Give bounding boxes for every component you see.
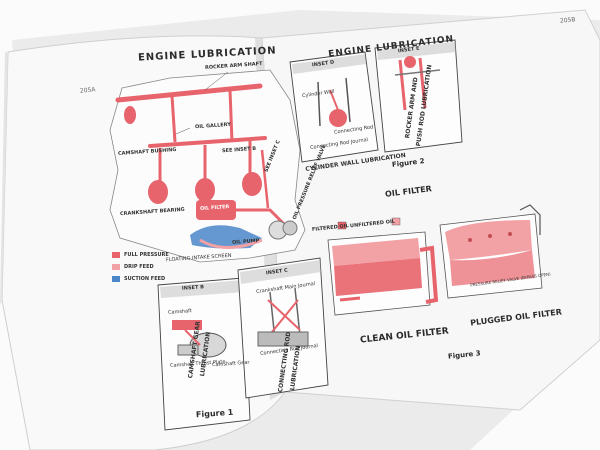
plugged-oil-filter xyxy=(439,204,543,299)
inset-b xyxy=(157,277,251,431)
legend xyxy=(112,252,120,282)
legend-drip-feed: DRIP FEED xyxy=(124,264,154,270)
filter-legend xyxy=(337,217,401,230)
clean-oil-filter xyxy=(327,231,439,316)
engine-diagram xyxy=(109,69,306,263)
legend-full-pressure: FULL PRESSURE xyxy=(124,252,169,258)
inset-d xyxy=(289,51,379,163)
legend-suction-feed: SUCTION FEED xyxy=(124,276,166,282)
inset-c xyxy=(237,257,329,399)
inset-e xyxy=(374,39,463,153)
